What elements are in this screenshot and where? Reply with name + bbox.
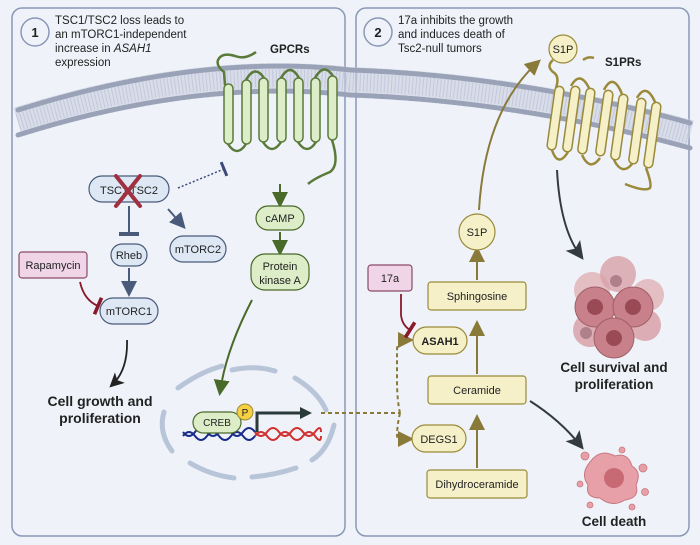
panel-2-title-line-1: 17a inhibits the growth (398, 15, 513, 27)
cell-growth-label-line-2: proliferation (59, 410, 141, 426)
tsc-to-gpcr-inhibition (177, 161, 229, 189)
mtorc2-label: mTORC2 (175, 244, 221, 256)
degs1-label: DEGS1 (420, 434, 457, 446)
phospho-badge (236, 403, 254, 421)
panel-1-title-line-1: TSC1/TSC2 loss leads to (55, 15, 184, 27)
panel-2-title-line-2: and induces death of (398, 29, 506, 41)
sphingosine-label: Sphingosine (447, 291, 508, 303)
creb-label: CREB (203, 418, 231, 429)
s1p-to-receptor-arrow (478, 59, 541, 211)
17a-inhibition (400, 294, 417, 339)
ceramide-to-death-arrow (529, 400, 584, 450)
mtorc1-to-growth-arrow (109, 339, 128, 388)
s1p-node (458, 213, 496, 251)
rapamycin-box (18, 251, 88, 279)
pka-to-creb-arrow (213, 299, 253, 396)
pka-label-line-1: Protein (263, 261, 298, 273)
expression-to-asah1-arrow (396, 332, 414, 414)
gpcr-receptor (216, 50, 338, 185)
phospho-label: P (242, 408, 249, 419)
s1p-ligand-bubble (548, 34, 578, 64)
pka-node (250, 253, 310, 291)
tsc-to-mtorc2-arrow (167, 208, 186, 229)
loss-cross-icon (114, 174, 142, 208)
sphingosine-box (427, 281, 527, 311)
degs1-node (411, 424, 467, 453)
panel-2-number: 2 (374, 25, 381, 40)
dihydroceramide-box (426, 469, 528, 499)
tsc1-label: TSC1 (100, 185, 128, 197)
asah1-label: ASAH1 (421, 336, 458, 348)
mtorc1-label: mTORC1 (106, 306, 152, 318)
inhibitor-17a-label: 17a (381, 273, 400, 285)
cell-survival-label-line-2: proliferation (575, 377, 654, 392)
camp-node (255, 205, 305, 231)
gpcrs-label: GPCRs (270, 44, 310, 56)
panel-1-title-line-2: an mTORC1-independent (55, 29, 187, 41)
camp-label: cAMP (265, 213, 294, 225)
cell-survival-label-line-1: Cell survival and (560, 360, 667, 375)
transcription-start-arrow (255, 411, 303, 432)
s1p-ligand-label: S1P (553, 44, 574, 56)
ceramide-box (427, 375, 527, 405)
panel-1-number-badge (20, 17, 50, 47)
rheb-label: Rheb (116, 250, 142, 262)
rapamycin-label: Rapamycin (25, 260, 80, 272)
rapamycin-inhibition (79, 281, 104, 315)
nucleus-envelope (159, 363, 337, 481)
transcription-arrowhead (300, 407, 312, 419)
panel-2-number-badge (363, 17, 393, 47)
creb-node (192, 411, 242, 434)
panel-1-title-line-3: increase in ASAH1 (55, 43, 152, 55)
panel-1-number: 1 (31, 25, 38, 40)
panel-1-title-line-4: expression (55, 57, 111, 69)
rheb-node (110, 243, 148, 267)
s1pr-to-survival-arrow (556, 169, 584, 260)
pka-label-line-2: kinase A (259, 275, 301, 287)
inhibitor-17a-box (367, 264, 413, 292)
tsc2-label: TSC2 (130, 185, 158, 197)
s1prs-label: S1PRs (605, 57, 641, 69)
dihydroceramide-label: Dihydroceramide (435, 479, 518, 491)
asah1-node (412, 326, 468, 355)
tumor-cluster-icon (573, 256, 664, 359)
dying-cell-icon (576, 446, 649, 511)
cell-growth-label-line-1: Cell growth and (48, 393, 153, 409)
s1p-node-label: S1P (467, 227, 488, 239)
mtorc1-node (99, 297, 159, 325)
cell-death-label: Cell death (582, 514, 647, 529)
mtorc2-node (169, 235, 227, 263)
panel-2-title-line-3: Tsc2-null tumors (398, 43, 482, 55)
ceramide-label: Ceramide (453, 385, 501, 397)
expression-to-degs1-arrow (395, 412, 414, 447)
s1pr-receptor (546, 56, 662, 191)
